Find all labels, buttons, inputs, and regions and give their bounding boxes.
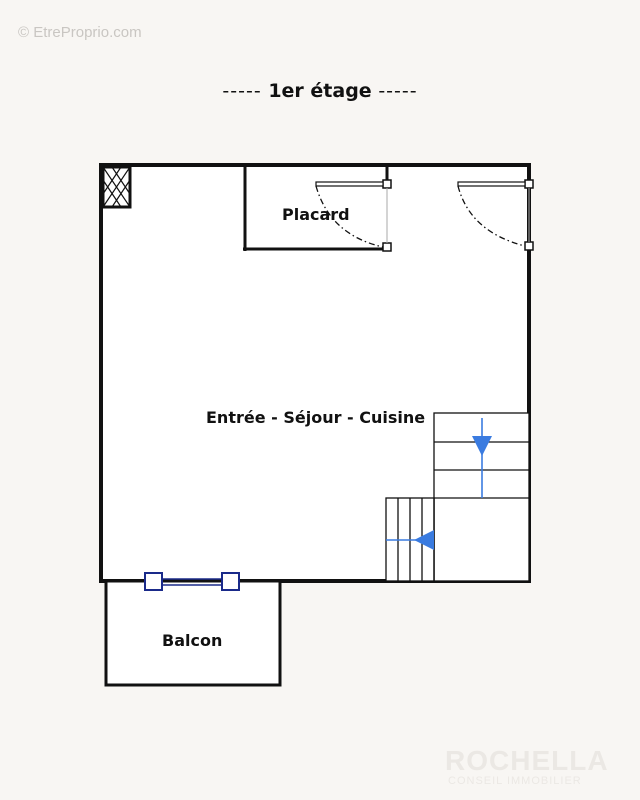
brand-logo: ROCHELLA bbox=[445, 745, 609, 776]
brand-tagline: CONSEIL IMMOBILIER bbox=[448, 775, 582, 787]
room-label-main: Entrée - Séjour - Cuisine bbox=[206, 408, 426, 427]
room-label-closet: Placard bbox=[282, 205, 350, 224]
entry-door bbox=[457, 179, 534, 251]
balcony-window bbox=[144, 572, 240, 591]
closet-door bbox=[315, 179, 392, 252]
title-dashes-right: ----- bbox=[378, 80, 418, 102]
balcony-walls bbox=[104, 579, 282, 687]
stair-arrow-left-icon bbox=[414, 530, 434, 550]
floor-title: ----- 1er étage ----- bbox=[0, 80, 640, 102]
staircase bbox=[385, 412, 530, 582]
stair-arrow-down-icon bbox=[472, 436, 492, 456]
duct-icon bbox=[101, 165, 132, 209]
room-label-balcony: Balcon bbox=[162, 631, 223, 650]
watermark: © EtreProprio.com bbox=[18, 24, 142, 41]
title-dashes-left: ----- bbox=[222, 80, 262, 102]
floor-title-text: 1er étage bbox=[268, 80, 372, 102]
